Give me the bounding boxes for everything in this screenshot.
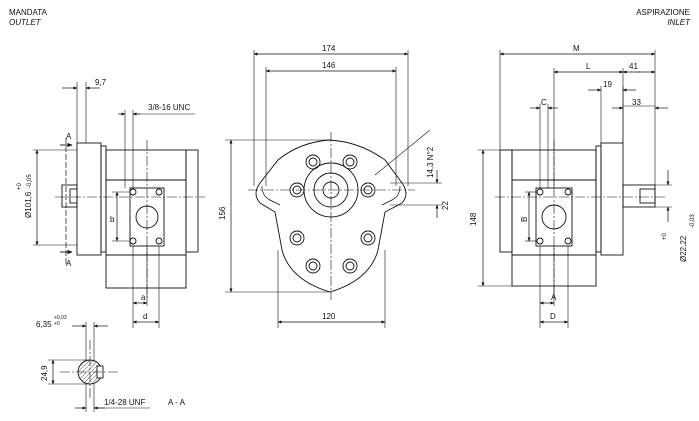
- dim-9-7: 9,7: [95, 78, 107, 87]
- outlet-title-en: OUTLET: [9, 18, 41, 27]
- left-pump-body: [105, 149, 187, 289]
- dim-24-9: 24,9: [40, 365, 49, 381]
- front-view: [225, 50, 442, 328]
- dim-22: 22: [441, 201, 450, 210]
- dim-A: A: [551, 293, 557, 302]
- dim-M: M: [573, 44, 580, 53]
- diameter-101-6: Ø101,6: [24, 191, 33, 218]
- right-bolt-hole: [564, 237, 572, 245]
- dim-148: 148: [469, 212, 478, 226]
- left-bolt-hole: [155, 188, 163, 196]
- dim-C: C: [541, 98, 547, 107]
- shaft-tol-upper: +0: [662, 232, 668, 240]
- left-side-view: [33, 82, 205, 328]
- dim-b: b: [110, 215, 115, 224]
- right-bolt-hole: [564, 188, 572, 196]
- dim-14-3-n2: 14,3 N°2: [426, 146, 435, 178]
- right-rear-cover: [499, 149, 513, 253]
- dim-L: L: [586, 62, 591, 71]
- key-tol-lower: +0: [54, 321, 60, 327]
- left-shaft-key: [69, 188, 78, 204]
- section-label-a-a: A - A: [168, 398, 186, 407]
- dim-B: B: [520, 217, 529, 222]
- right-flange: [600, 142, 624, 256]
- left-bolt-hole: [155, 237, 163, 245]
- dim-33: 33: [632, 98, 641, 107]
- left-bolt-hole: [129, 188, 137, 196]
- dim-a: a: [141, 293, 146, 302]
- key-tol-upper: +0,03: [54, 315, 67, 321]
- right-shaft-key: [639, 188, 656, 204]
- key-width-6-35: 6,35: [36, 320, 52, 329]
- dim-D: D: [550, 312, 556, 321]
- dim-41: 41: [629, 62, 638, 71]
- left-bolt-hole: [129, 237, 137, 245]
- diameter-tol-lower: -0,05: [27, 174, 33, 188]
- shaft-diameter-22-22: Ø22,22: [679, 235, 688, 262]
- left-rear-cover: [185, 149, 199, 253]
- right-bolt-hole: [536, 188, 544, 196]
- thread-3-8-16-unc: 3/8-16 UNC: [148, 103, 190, 112]
- section-a-bottom: A: [66, 259, 72, 268]
- diameter-tol-upper: +0: [17, 182, 23, 190]
- inlet-title-en: INLET: [667, 18, 690, 27]
- shaft-tol-lower: -0,03: [690, 214, 696, 228]
- dim-156: 156: [218, 206, 227, 220]
- front-bolts-top: [289, 154, 376, 198]
- dim-120: 120: [322, 312, 336, 321]
- dim-d: d: [143, 312, 147, 321]
- outlet-title-it: MANDATA: [9, 8, 47, 17]
- section-a-top: A: [66, 132, 72, 141]
- right-bolt-hole: [536, 237, 544, 245]
- right-side-view: [478, 50, 672, 328]
- right-shaft: [622, 184, 656, 208]
- dim-146: 146: [322, 61, 336, 70]
- left-flange: [76, 142, 102, 256]
- right-flange-step: [595, 145, 602, 253]
- dim-19: 19: [603, 80, 612, 89]
- front-bolts-bottom: [289, 230, 376, 274]
- left-shaft: [61, 184, 78, 208]
- front-body-outline: [255, 139, 407, 293]
- inlet-title-it: ASPIRAZIONE: [636, 8, 690, 17]
- left-flange-step: [100, 145, 107, 253]
- thread-1-4-28-unf: 1/4-28 UNF: [104, 398, 145, 407]
- dim-174: 174: [322, 44, 336, 53]
- section-a-a-view: [48, 322, 150, 412]
